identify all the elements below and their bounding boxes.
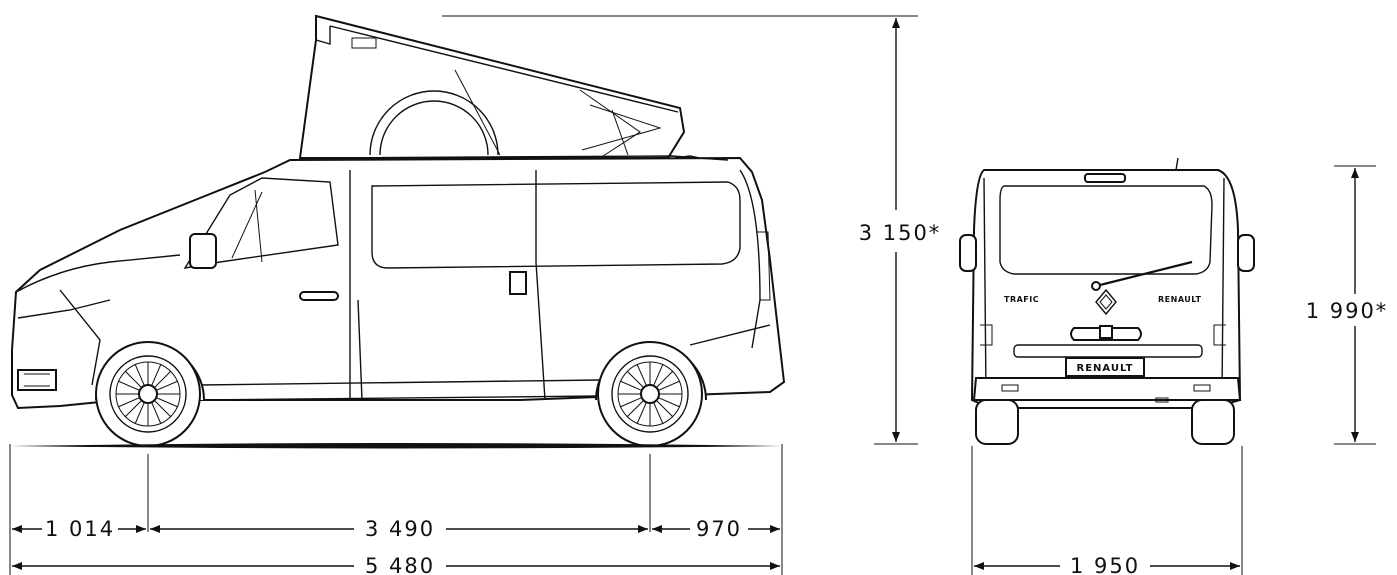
front-overhang-label: 1 014 — [45, 517, 115, 541]
height-roof-up-label: 3 150* — [859, 221, 942, 245]
rear-overhang-label: 970 — [696, 517, 742, 541]
pop-up-roof — [298, 14, 686, 159]
side-view-van — [10, 14, 786, 449]
width-label: 1 950 — [1070, 554, 1140, 575]
rear-wheel — [597, 341, 703, 447]
rear-view-van: TRAFIC RENAULT RENAULT — [959, 157, 1255, 445]
height-label: 1 990* — [1306, 299, 1389, 323]
renault-badge: RENAULT — [1158, 295, 1202, 304]
wheelbase-label: 3 490 — [365, 517, 435, 541]
front-wheel — [95, 341, 201, 447]
total-length-label: 5 480 — [365, 554, 435, 575]
trafic-badge: TRAFIC — [1004, 295, 1039, 304]
license-plate: RENAULT — [1077, 363, 1134, 374]
dimension-lines — [9, 15, 1376, 575]
